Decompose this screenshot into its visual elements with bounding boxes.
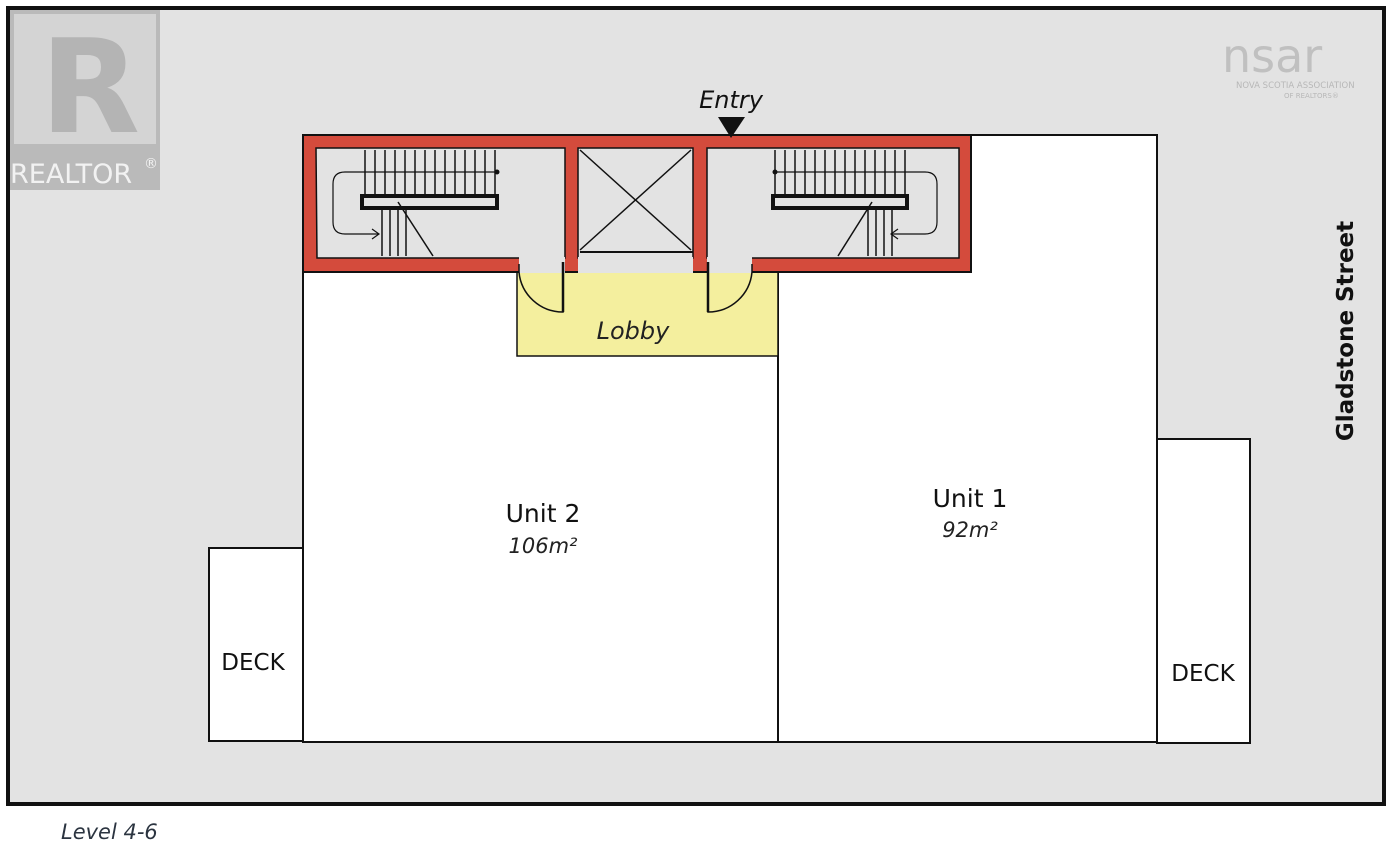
left-stair-arrow-path: [332, 171, 497, 235]
deck-left-label: DECK: [221, 650, 285, 676]
unit-1-size: 92m²: [942, 518, 998, 542]
nsar-logo: nsar NOVA SCOTIA ASSOCIATION OF REALTORS…: [1222, 29, 1355, 100]
deck-left: [208, 547, 304, 742]
right-stair-door-swing: [707, 262, 753, 313]
right-stair-arrow-head: [889, 228, 899, 240]
right-stair-arrow-path: [775, 171, 938, 235]
deck-right-label: DECK: [1171, 661, 1235, 687]
left-stair-cut-line: [397, 201, 434, 257]
left-stair-handrail: [360, 194, 499, 210]
realtor-logo-mark: ®: [144, 156, 158, 172]
right-stair-handrail: [771, 194, 909, 210]
lobby-area: [516, 271, 779, 357]
realtor-logo: R REALTOR ®: [10, 10, 160, 190]
nsar-logo-line1: NOVA SCOTIA ASSOCIATION: [1236, 81, 1355, 91]
right-stair-cut-line: [837, 201, 873, 257]
right-stair-room: [706, 147, 960, 259]
street-label: Gladstone Street: [1333, 221, 1359, 441]
left-stair-door-swing: [518, 262, 564, 313]
unit-2-size: 106m²: [509, 534, 579, 558]
left-stair-arrow-head: [371, 228, 381, 240]
door-opening-right-stair: [707, 257, 752, 273]
realtor-logo-text: REALTOR: [10, 159, 132, 190]
level-caption: Level 4-6: [61, 820, 158, 844]
left-stair-lower-treads: [381, 208, 407, 256]
entry-label: Entry: [699, 86, 764, 114]
right-stair-lower-treads: [867, 208, 893, 256]
unit-2-name: Unit 2: [506, 499, 581, 528]
door-opening-left-stair: [519, 257, 565, 273]
door-opening-elevator: [578, 257, 693, 273]
left-stair-room: [315, 147, 566, 259]
lobby-label: Lobby: [597, 317, 671, 345]
elevator-cross-b: [579, 149, 692, 251]
deck-right: [1156, 438, 1251, 744]
realtor-logo-r: R: [40, 11, 140, 163]
unit-1-name: Unit 1: [933, 484, 1008, 513]
nsar-logo-line2: OF REALTORS®: [1284, 92, 1339, 100]
nsar-logo-text: nsar: [1222, 29, 1322, 83]
realtor-logo-inner: [14, 14, 156, 144]
left-stair-arrow-start: [494, 169, 500, 175]
right-stair-arrow-start: [772, 169, 778, 175]
entry-arrow-icon: [718, 117, 745, 138]
